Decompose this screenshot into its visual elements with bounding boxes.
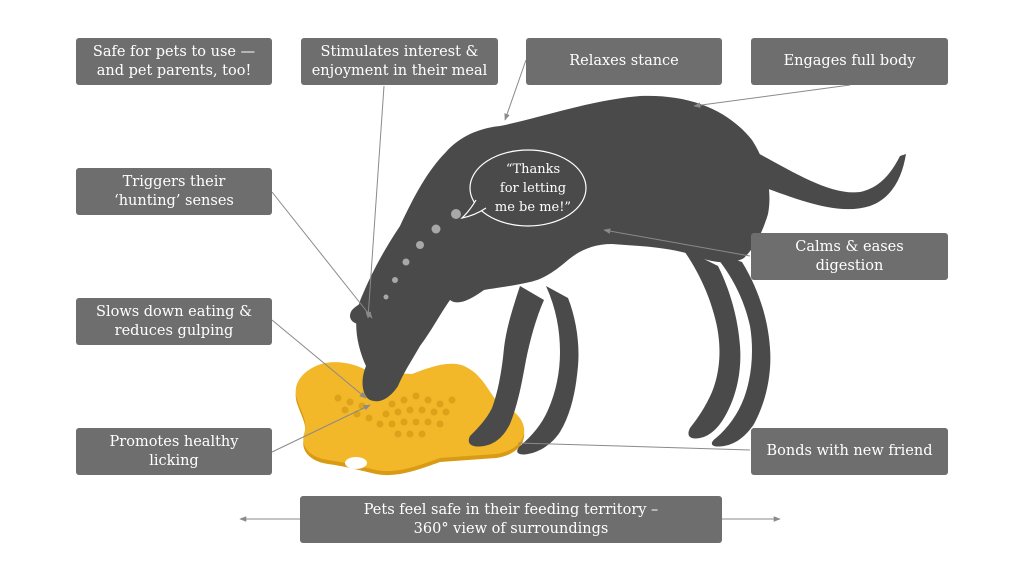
label-safe-for-pets: Safe for pets to use — and pet parents, … — [76, 38, 272, 85]
label-relaxes-stance: Relaxes stance — [526, 38, 722, 85]
connector-lines — [239, 59, 851, 522]
speech-bubble-text: “Thanks for letting me be me!” — [494, 162, 572, 215]
thought-dots — [383, 209, 461, 300]
label-promotes-licking: Promotes healthy licking — [76, 428, 272, 475]
label-engages-full-body: Engages full body — [751, 38, 948, 85]
label-stimulates-interest: Stimulates interest & enjoyment in their… — [301, 38, 498, 85]
speech-bubble — [383, 149, 587, 300]
label-bonds-friend: Bonds with new friend — [751, 428, 948, 475]
label-slows-eating: Slows down eating & reduces gulping — [76, 298, 272, 345]
label-calms-digestion: Calms & eases digestion — [751, 233, 948, 280]
label-triggers-hunting: Triggers their ‘hunting’ senses — [76, 168, 272, 215]
lick-mat-icon — [295, 362, 525, 476]
dog-silhouette-icon — [350, 95, 906, 455]
label-feel-safe: Pets feel safe in their feeding territor… — [300, 496, 722, 543]
